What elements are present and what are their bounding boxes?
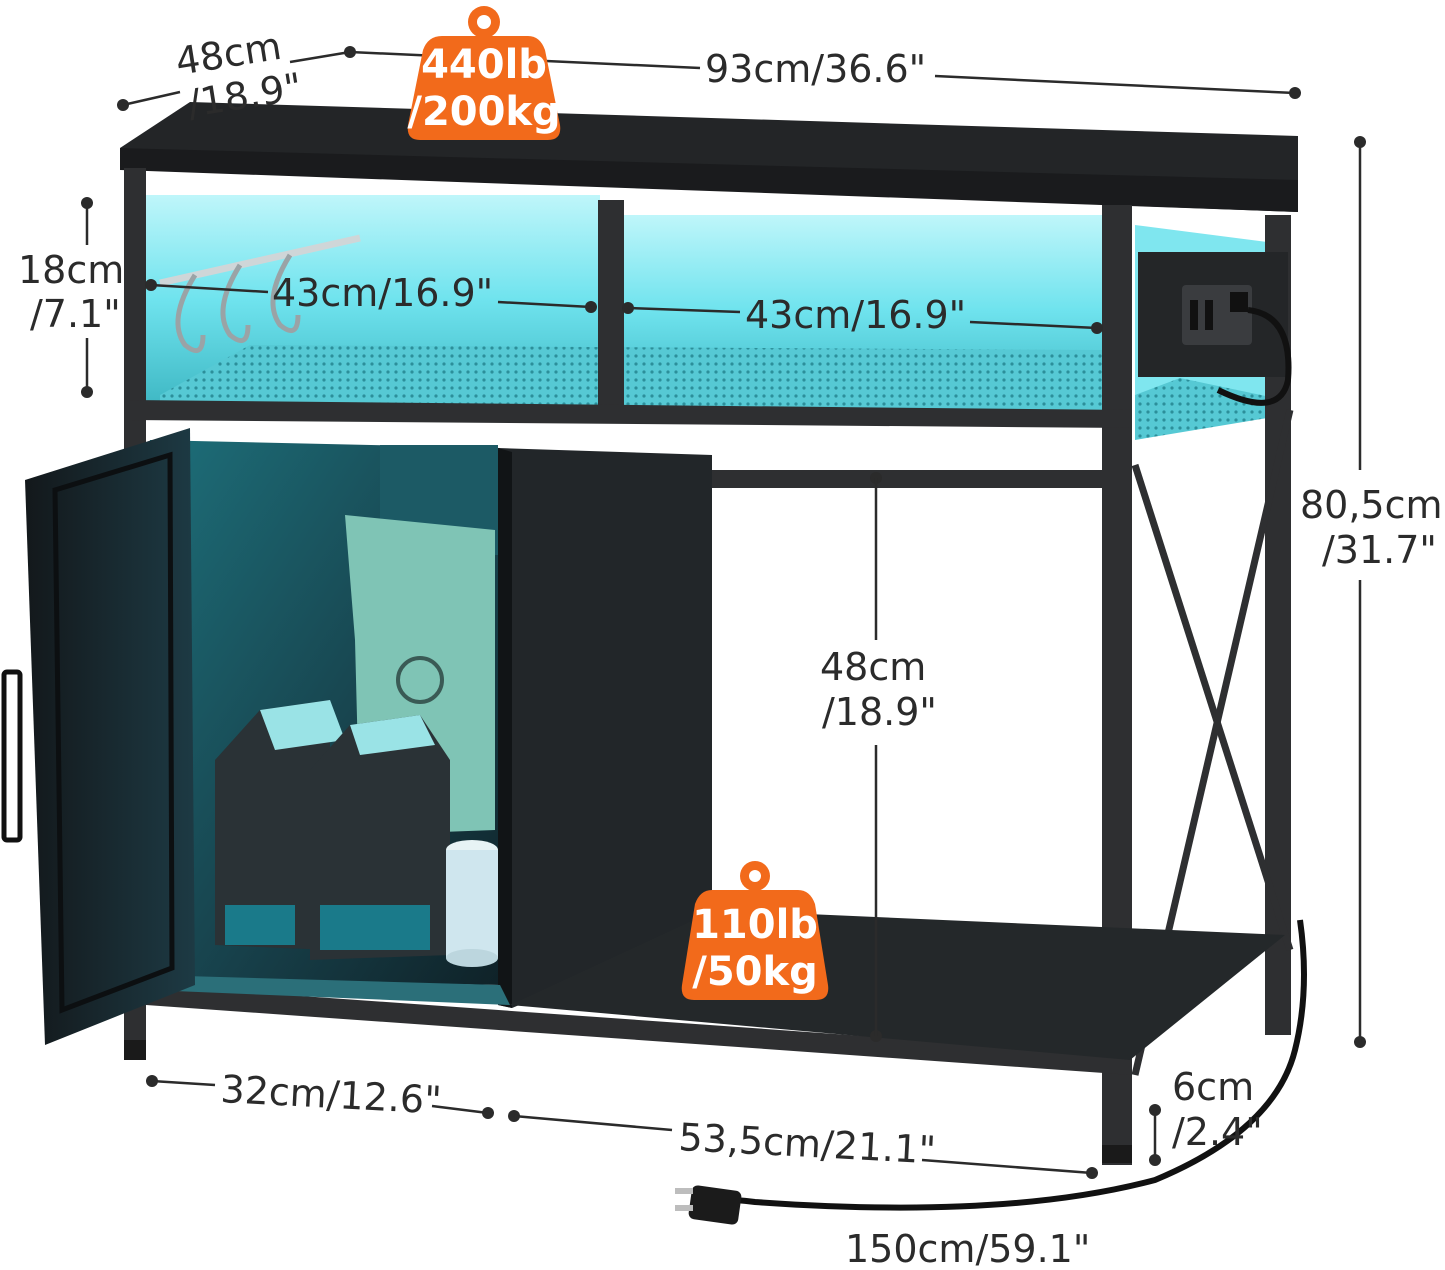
food-pouch-left (215, 700, 330, 950)
label-shelf-height-cm: 18cm (18, 248, 124, 292)
label-shelf-height-in: /7.1" (30, 292, 121, 336)
label-cabinet-width: 32cm/12.6" (220, 1067, 443, 1123)
cabinet-illustration (1, 102, 1298, 1165)
weight-top-lb: 440lb (421, 42, 547, 88)
weight-top-kg: /200kg (407, 89, 560, 135)
cabinet-door (25, 428, 195, 1045)
weight-bottom-kg: /50kg (692, 949, 818, 995)
weight-tag-bottom: 110lb /50kg (681, 861, 829, 1000)
label-total-height-in: /31.7" (1322, 528, 1437, 572)
label-right-cubby-width: 43cm/16.9" (745, 293, 966, 337)
power-cord (675, 919, 1307, 1225)
food-pouch-right (310, 715, 450, 960)
label-open-height-cm: 48cm (820, 645, 926, 689)
weight-bottom-lb: 110lb (692, 902, 818, 948)
label-left-cubby-width: 43cm/16.9" (272, 271, 493, 315)
label-width-top: 93cm/36.6" (705, 47, 926, 91)
label-leg-height-cm: 6cm (1172, 1065, 1254, 1109)
label-leg-height-in: /2.4" (1172, 1110, 1263, 1154)
food-can (446, 850, 498, 958)
dimension-lines (81, 46, 1366, 1179)
label-cord-length: 150cm/59.1" (845, 1227, 1090, 1270)
label-open-width: 53,5cm/21.1" (678, 1115, 937, 1172)
weight-tag-top: 440lb /200kg (407, 6, 561, 140)
label-open-height-in: /18.9" (822, 690, 937, 734)
door-handle (1, 669, 23, 843)
center-divider (498, 448, 712, 1008)
label-total-height-cm: 80,5cm (1300, 483, 1443, 527)
